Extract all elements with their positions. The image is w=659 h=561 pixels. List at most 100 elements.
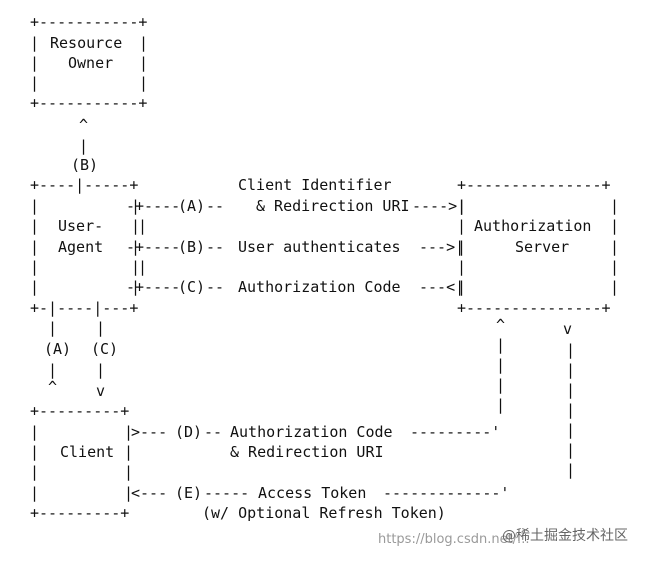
- svg-text:|: |: [30, 258, 39, 276]
- svg-text:--: --: [206, 197, 224, 215]
- svg-text:|: |: [124, 484, 133, 502]
- svg-text:|: |: [131, 217, 140, 235]
- svg-text:|: |: [48, 319, 57, 337]
- svg-text:+---------+: +---------+: [30, 402, 129, 420]
- svg-text:|: |: [496, 336, 505, 354]
- message-user-authenticates: User authenticates: [238, 238, 401, 256]
- svg-text:|: |: [139, 74, 148, 92]
- svg-text:--->|: --->|: [419, 238, 464, 256]
- svg-text:---<|: ---<|: [419, 278, 464, 296]
- svg-text:^: ^: [79, 116, 88, 134]
- svg-text:|: |: [566, 461, 575, 479]
- svg-text:|: |: [566, 341, 575, 359]
- svg-text:|: |: [96, 361, 105, 379]
- resource-owner-label-line1: Resource: [50, 34, 122, 52]
- svg-text:|: |: [124, 443, 133, 461]
- svg-text:|: |: [131, 278, 140, 296]
- svg-text:|: |: [496, 356, 505, 374]
- svg-text:|: |: [30, 238, 39, 256]
- client-label: Client: [60, 443, 114, 461]
- svg-text:|: |: [30, 484, 39, 502]
- svg-text:|: |: [131, 258, 140, 276]
- svg-text:|: |: [566, 441, 575, 459]
- svg-text:+---------+: +---------+: [30, 504, 129, 522]
- svg-text:|: |: [610, 258, 619, 276]
- svg-text:^: ^: [48, 378, 57, 396]
- message-refresh-token: (w/ Optional Refresh Token): [202, 504, 446, 522]
- svg-text:|: |: [139, 54, 148, 72]
- svg-text:-+----: -+----: [126, 238, 180, 256]
- svg-text:|: |: [131, 238, 140, 256]
- svg-text:|: |: [457, 197, 466, 215]
- svg-text:|: |: [566, 421, 575, 439]
- flow-a: -+---- (A) -- Client Identifier & Redire…: [126, 176, 466, 215]
- resource-owner-user-agent-link: ^ | (B): [71, 116, 98, 174]
- svg-text:|: |: [496, 396, 505, 414]
- svg-text:+---------------+: +---------------+: [457, 176, 611, 194]
- svg-text:>---: >---: [131, 423, 167, 441]
- user-agent-box: +----|-----+ | | | | | | | | | | +-|----…: [30, 176, 140, 317]
- svg-text:|: |: [131, 197, 140, 215]
- svg-text:v: v: [96, 382, 105, 400]
- step-e-flow: (E): [175, 484, 202, 502]
- watermark-url: https://blog.csdn.net/...: [378, 532, 529, 547]
- step-c-left: (C): [91, 340, 118, 358]
- authorization-server-label-line1: Authorization: [474, 217, 591, 235]
- step-b-top: (B): [71, 156, 98, 174]
- step-b-flow: (B): [178, 238, 205, 256]
- svg-text:|: |: [30, 34, 39, 52]
- svg-text:|: |: [30, 423, 39, 441]
- step-d-flow: (D): [175, 423, 202, 441]
- svg-text:+---------------+: +---------------+: [457, 299, 611, 317]
- message-client-identifier: Client Identifier: [238, 176, 392, 194]
- svg-text:v: v: [563, 320, 572, 338]
- svg-text:|: |: [457, 278, 466, 296]
- svg-text:+-|----|---+: +-|----|---+: [30, 299, 138, 317]
- authorization-server-label-line2: Server: [515, 238, 569, 256]
- svg-text:-+----: -+----: [126, 197, 180, 215]
- svg-text:+----|-----+: +----|-----+: [30, 176, 138, 194]
- user-agent-client-links: | | (A) (C) | | ^ v: [44, 319, 118, 400]
- flow-e: <--- (E) ----- Access Token (w/ Optional…: [131, 320, 575, 522]
- client-box: +---------+ | | | | | | | | +---------+ …: [30, 402, 133, 522]
- resource-owner-label-line2: Owner: [68, 54, 113, 72]
- svg-text:|: |: [566, 381, 575, 399]
- svg-text:|: |: [457, 258, 466, 276]
- svg-text:|: |: [457, 217, 466, 235]
- svg-text:|: |: [496, 376, 505, 394]
- authorization-server-box: +---------------+ | | | | | | | | | | +-…: [457, 176, 619, 317]
- step-a-left: (A): [44, 340, 71, 358]
- svg-text:--: --: [206, 238, 224, 256]
- svg-text:|: |: [139, 34, 148, 52]
- svg-text:|: |: [30, 197, 39, 215]
- svg-text:|: |: [124, 463, 133, 481]
- svg-text:--: --: [204, 423, 222, 441]
- svg-text:|: |: [30, 463, 39, 481]
- svg-text:|: |: [30, 217, 39, 235]
- message-access-token: Access Token: [258, 484, 366, 502]
- svg-text:--: --: [206, 278, 224, 296]
- resource-owner-box: +-----------+ | | | | | | +-----------+ …: [30, 13, 148, 112]
- svg-text:---------': ---------': [410, 423, 500, 441]
- svg-text:|: |: [566, 401, 575, 419]
- user-agent-label-line1: User-: [58, 217, 103, 235]
- svg-text:|: |: [30, 278, 39, 296]
- svg-text:|: |: [610, 197, 619, 215]
- step-a-flow: (A): [178, 197, 205, 215]
- svg-text:|: |: [79, 137, 88, 155]
- svg-text:|: |: [610, 238, 619, 256]
- message-authorization-code-2: Authorization Code: [230, 423, 393, 441]
- svg-text:|: |: [124, 423, 133, 441]
- message-redirection-uri-2: & Redirection URI: [230, 443, 384, 461]
- svg-text:<---: <---: [131, 484, 167, 502]
- watermark: https://blog.csdn.net/... @稀土掘金技术社区: [378, 528, 628, 547]
- step-c-flow: (C): [178, 278, 205, 296]
- svg-text:|: |: [566, 361, 575, 379]
- svg-text:+-----------+: +-----------+: [30, 94, 147, 112]
- svg-text:-+----: -+----: [126, 278, 180, 296]
- svg-text:^: ^: [496, 316, 505, 334]
- svg-text:|: |: [30, 74, 39, 92]
- svg-text:|: |: [30, 54, 39, 72]
- svg-text:|: |: [610, 278, 619, 296]
